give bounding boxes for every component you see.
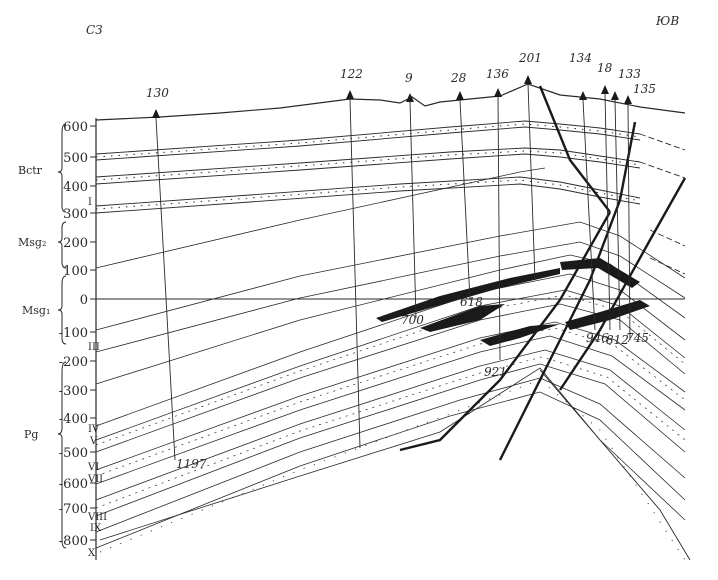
well-bottom-label: 700 [401, 313, 424, 327]
well-label: 122 [340, 67, 363, 81]
oil-reservoirs [376, 258, 650, 346]
well-bottom-label: 946 [586, 331, 609, 345]
strat-label-bctr: Bctr [18, 164, 43, 177]
stratigraphy-brackets [57, 123, 67, 549]
horizon-marker: VIII [87, 512, 107, 523]
depth-label: 300 [63, 207, 88, 222]
horizon-marker: V [89, 436, 98, 447]
well-heads [152, 75, 632, 118]
depth-label: -500 [59, 446, 88, 461]
depth-label: -400 [59, 412, 88, 427]
fault-teeth [99, 379, 686, 561]
depth-label: -700 [59, 502, 88, 517]
well-label: 130 [146, 86, 169, 100]
limestone-hatching [95, 294, 686, 509]
horizon-marker: IV [88, 424, 100, 435]
orientation-right: ЮВ [655, 14, 679, 28]
depth-label: 0 [80, 293, 88, 308]
horizon-marker: IX [90, 523, 102, 534]
strat-label-msg2: Msg₂ [18, 236, 46, 249]
upper-horizons [95, 120, 641, 214]
horizon-marker: X [88, 548, 96, 559]
horizon-marker: VII [87, 474, 103, 485]
depth-label: 500 [63, 151, 88, 166]
anticline-flank [539, 369, 691, 561]
depth-ticks [90, 125, 96, 541]
dipping-strata [95, 167, 686, 549]
depth-label: -600 [59, 477, 88, 492]
horizon-marker: III [88, 342, 100, 353]
well-bottom-label: 618 [460, 295, 483, 309]
depth-label: 100 [63, 264, 88, 279]
depth-label: 600 [63, 120, 88, 135]
depth-label: -800 [59, 534, 88, 549]
well-bottom-label: 1197 [176, 457, 207, 471]
horizon-markers: I III IV V VI VII VIII IX X [87, 197, 107, 559]
well-traces [155, 83, 631, 461]
depth-label: 400 [63, 180, 88, 195]
pebble-bands [95, 123, 641, 210]
depth-label: -200 [59, 355, 88, 370]
horizon-marker: I [88, 197, 92, 208]
fault-lines [399, 85, 687, 461]
well-bottom-label: 921 [484, 365, 507, 379]
well-label: 9 [405, 71, 413, 85]
well-label: 133 [618, 67, 641, 81]
well-label: 28 [450, 71, 467, 85]
orientation-left: СЗ [86, 23, 103, 37]
well-bottom-label: 812 [606, 333, 629, 347]
ground-surface [95, 83, 686, 121]
horizon-marker: VI [87, 462, 99, 473]
right-dashed-horizons [639, 133, 686, 275]
well-label: 135 [633, 82, 656, 96]
well-label: 134 [569, 51, 592, 65]
strat-label-pg: Pg [24, 428, 38, 441]
well-bottom-label: 745 [626, 331, 649, 345]
depth-label: -300 [59, 384, 88, 399]
depth-label: -100 [59, 326, 88, 341]
depth-labels: 600 500 400 300 200 100 0 -100 -200 -300… [59, 120, 88, 549]
well-label: 136 [486, 67, 509, 81]
depth-label: 200 [63, 236, 88, 251]
well-label: 201 [518, 51, 542, 65]
strat-label-msg1: Msg₁ [22, 304, 50, 317]
well-bottom-labels: 1197 700 618 921 946 812 745 [176, 295, 649, 471]
well-labels: 130 122 9 28 136 201 134 18 133 135 [146, 51, 656, 100]
well-label: 18 [597, 61, 613, 75]
